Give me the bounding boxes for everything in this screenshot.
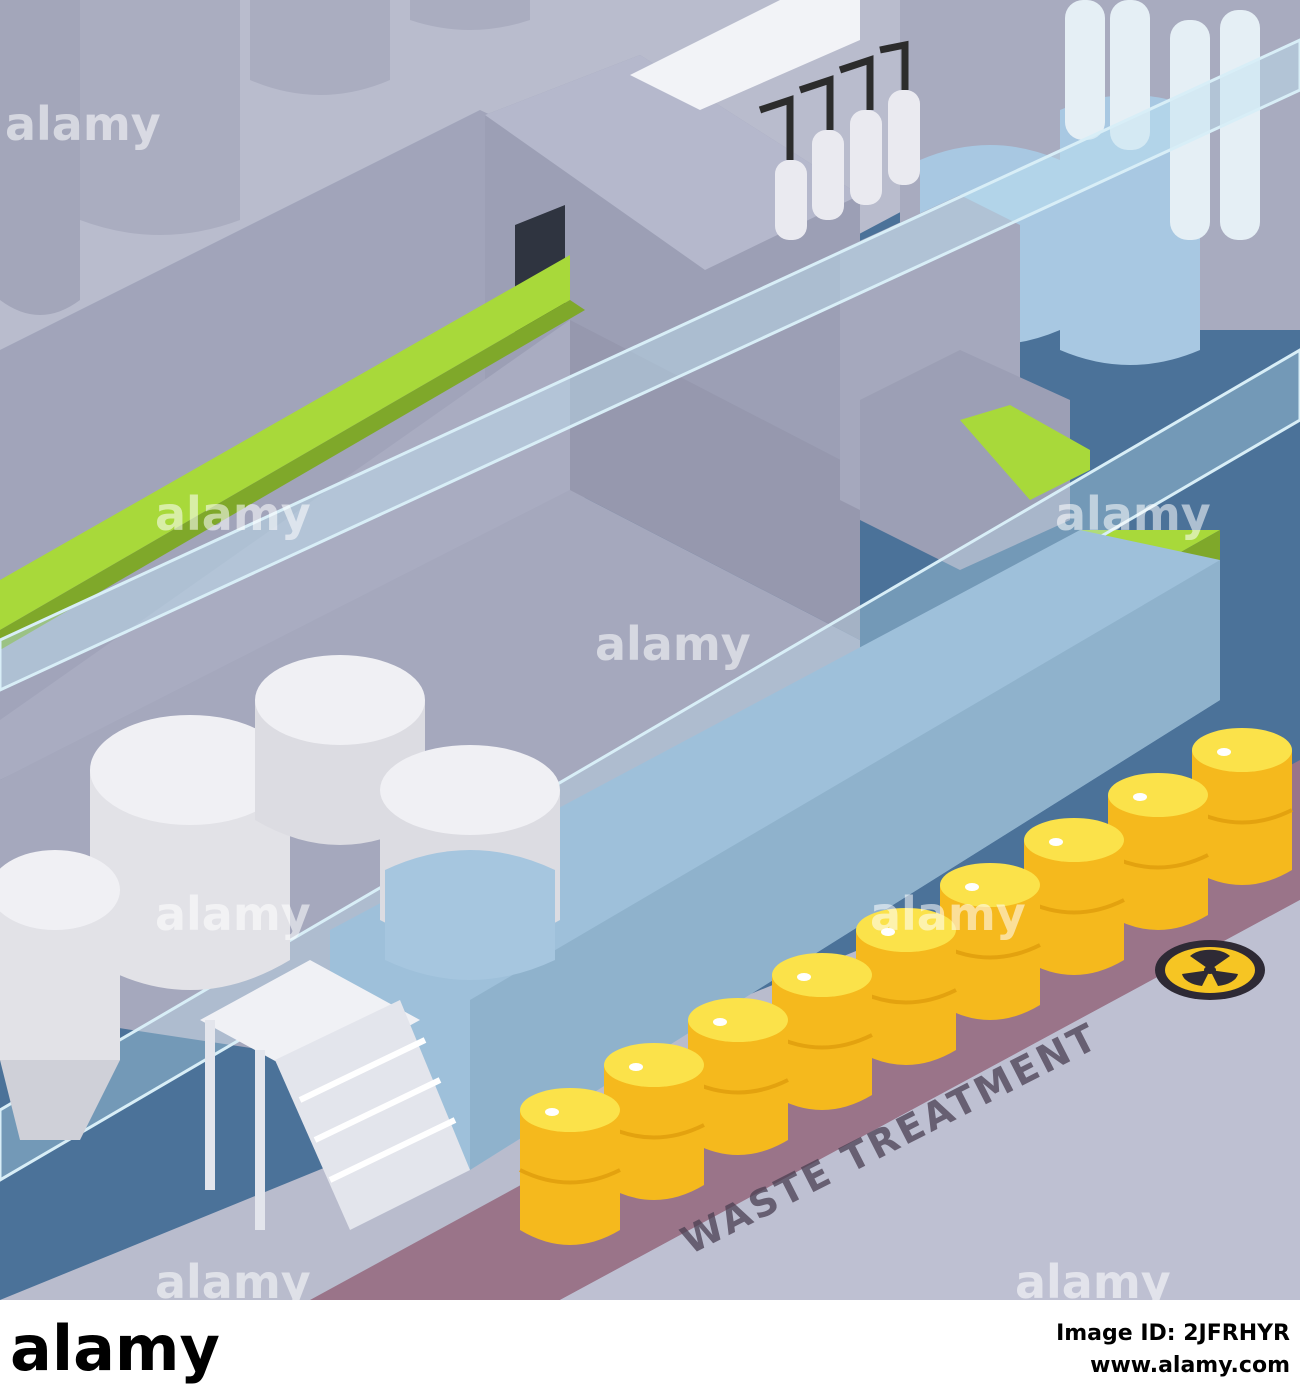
glass-rail-upper xyxy=(0,38,1300,692)
radiation-symbol-icon xyxy=(1155,940,1265,1000)
floor-lower-right xyxy=(560,900,1300,1300)
waste-barrel xyxy=(1023,818,1125,975)
barrel-row xyxy=(519,728,1293,1245)
waste-barrel xyxy=(687,998,789,1155)
stamp-bar xyxy=(0,1300,1300,1390)
waste-barrel xyxy=(771,953,873,1110)
watermark-text: alamy xyxy=(155,487,311,541)
watermark-text: alamy xyxy=(870,887,1026,941)
watermark-layer: alamy alamy alamy alamy alamy alamy alam… xyxy=(5,97,1211,1309)
slime-conveyor-right xyxy=(960,405,1090,500)
blue-tank xyxy=(385,850,555,980)
stairs xyxy=(200,960,470,1230)
watermark-text: alamy xyxy=(5,97,161,151)
waste-barrel xyxy=(855,908,957,1065)
waste-barrel xyxy=(519,1088,621,1245)
waste-barrel xyxy=(939,863,1041,1020)
watermark-text: alamy xyxy=(1055,487,1211,541)
silo-group xyxy=(0,0,530,315)
waste-barrel xyxy=(1191,728,1293,885)
image-id-label: Image ID: 2JFRHYR xyxy=(1056,1321,1290,1346)
gas-cylinders xyxy=(758,40,920,240)
slime-conveyor-upper xyxy=(0,255,570,630)
top-panel xyxy=(630,0,860,110)
watermark-text: alamy xyxy=(595,617,751,671)
footer-logo: alamy xyxy=(10,1312,220,1385)
site-label: www.alamy.com xyxy=(1090,1353,1290,1378)
watermark-text: alamy xyxy=(155,887,311,941)
